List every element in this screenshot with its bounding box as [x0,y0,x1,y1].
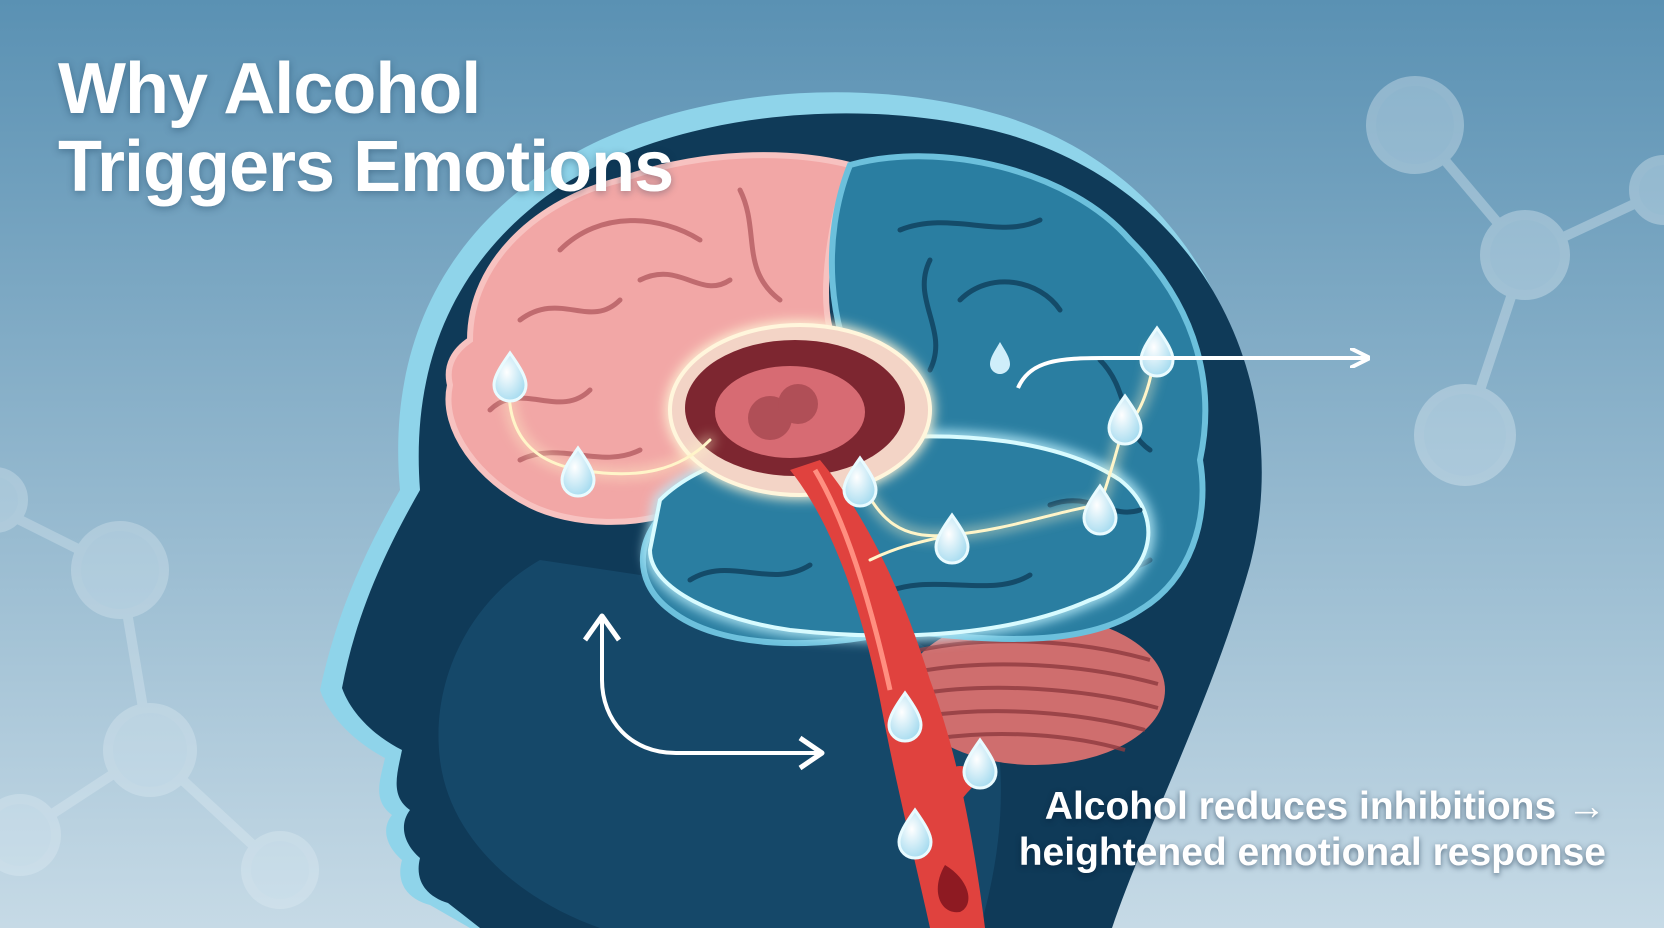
droplet-icon [842,455,878,508]
limbic-ring [666,321,934,499]
molecule-icon [0,467,319,909]
cerebellum [905,615,1165,765]
diagram-caption: Alcohol reduces inhibitions → heightened… [1019,784,1606,876]
title-line-2: Triggers Emotions [58,127,674,207]
droplets [492,325,1175,860]
droplet-icon [1082,483,1118,536]
face-shade [438,560,1001,928]
droplet-icon [492,350,528,403]
droplet-icon [934,512,970,565]
molecule-icon [1366,76,1664,486]
caption-line-1: Alcohol reduces inhibitions → [1044,785,1606,828]
diagram-title: Why Alcohol Triggers Emotions [58,49,674,207]
droplet-icon [1107,393,1143,446]
arrow-icon [600,620,818,755]
arrow-icon [1016,358,1366,389]
droplet-icon [887,690,923,743]
droplet-icon [1139,325,1175,378]
arrow-icon [582,613,622,642]
droplet-icon [897,807,933,860]
droplet-icon [962,737,998,790]
droplet-icon [990,342,1010,374]
arrow-icon [798,735,825,771]
droplet-icon [560,445,596,498]
blood-vessel [790,460,985,928]
caption-line-2: heightened emotional response [1018,831,1606,874]
title-line-1: Why Alcohol [58,49,481,129]
